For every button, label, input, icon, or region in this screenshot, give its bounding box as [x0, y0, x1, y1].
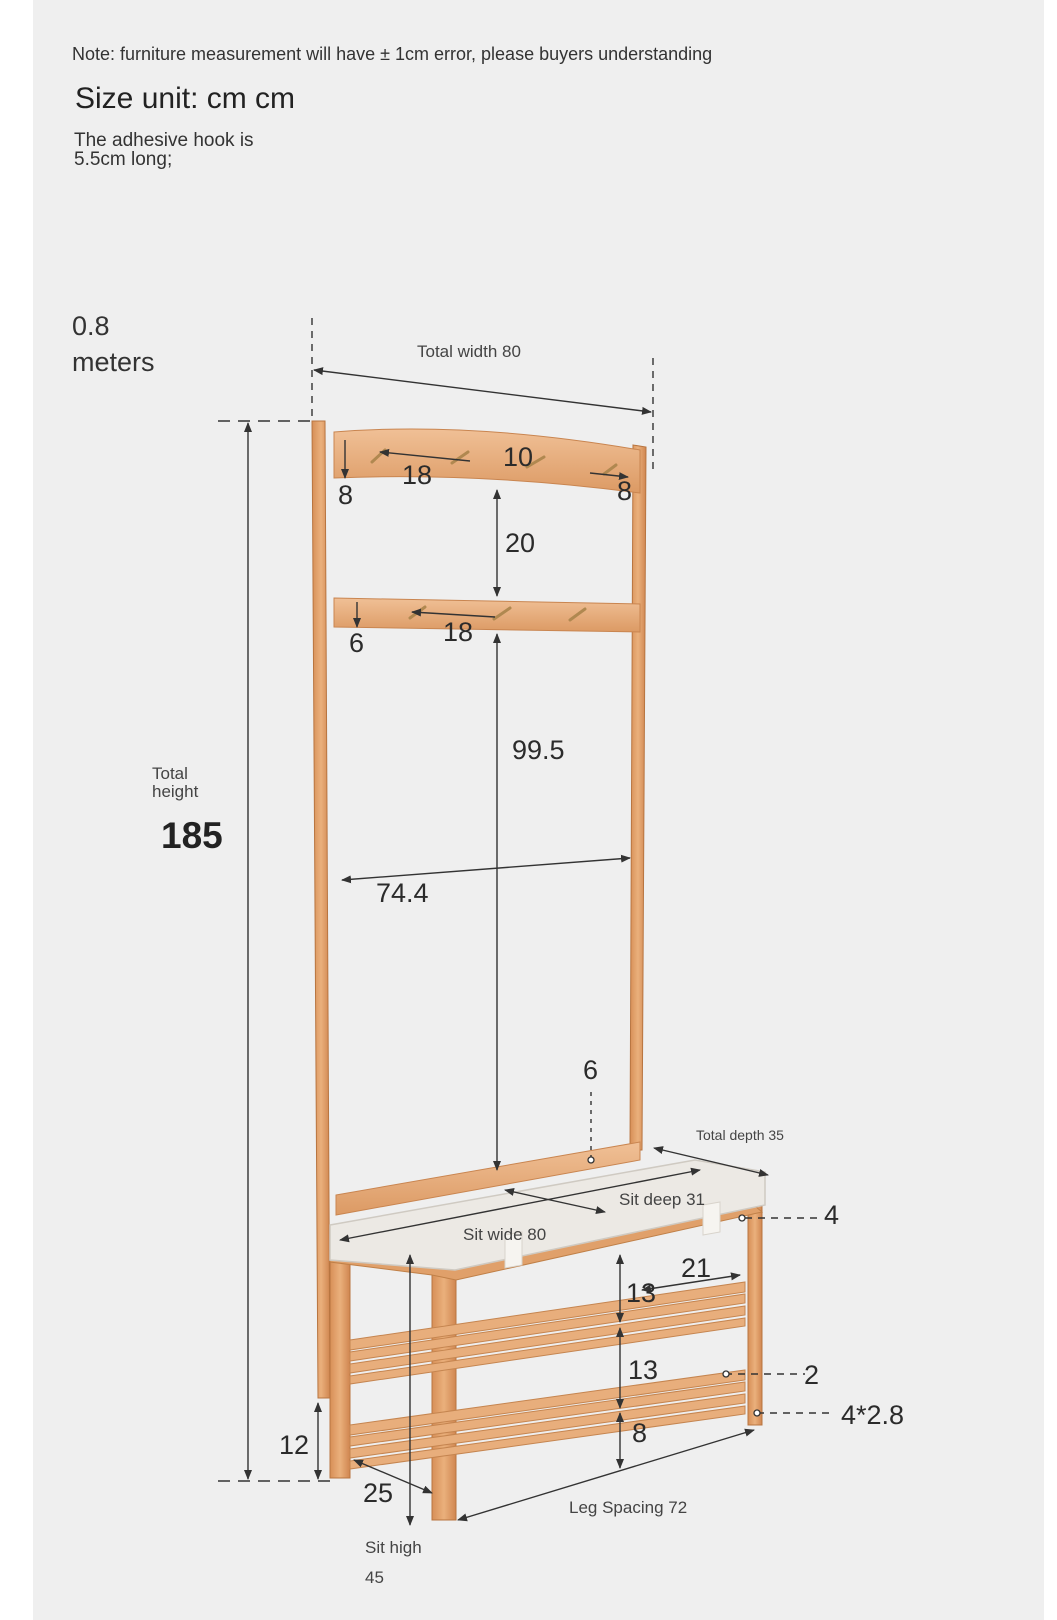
- hook-note-line2: 5.5cm long;: [74, 149, 173, 170]
- total-height-label-line1: Total: [152, 764, 188, 783]
- front-left-leg: [329, 1244, 351, 1479]
- seat-thickness-label: 4: [824, 1200, 840, 1230]
- front-right-leg: [431, 1269, 457, 1521]
- total-width-label: Total width 80: [417, 342, 521, 361]
- edge-right-top-label: 8: [617, 476, 633, 506]
- frame-height-label: 99.5: [512, 735, 565, 765]
- hook-gap-mid-label: 18: [443, 617, 474, 647]
- total-depth-label: Total depth 35: [696, 1127, 784, 1143]
- total-height-label: Total height: [152, 765, 198, 801]
- bottom-gap-label: 8: [632, 1418, 648, 1448]
- hook-spacing-top-label: 10: [503, 442, 534, 472]
- upper-shelf: [349, 1281, 746, 1385]
- left-post: [311, 420, 331, 1399]
- model-width-value: 0.8: [72, 311, 110, 341]
- right-post: [629, 444, 647, 1151]
- side-depth-label: 25: [363, 1478, 394, 1508]
- middle-rail: [333, 597, 641, 633]
- leg-spacing-label: Leg Spacing 72: [569, 1498, 688, 1517]
- leg-size-label: 4*2.8: [841, 1400, 905, 1430]
- hook-gap-top-label: 18: [402, 460, 433, 490]
- sit-high-label-line2: 45: [365, 1568, 384, 1587]
- hook-note: The adhesive hook is 5.5cm long;: [74, 131, 254, 169]
- back-right-leg: [747, 1194, 763, 1426]
- shelf-gap-1-label: 13: [626, 1278, 657, 1308]
- model-width-unit: meters: [72, 347, 155, 377]
- total-height-value: 185: [161, 815, 223, 856]
- edge-left-mid-label: 6: [349, 628, 365, 658]
- model-width: 0.8 meters: [72, 308, 155, 380]
- rail-gap-label: 20: [505, 528, 536, 558]
- measurement-note: Note: furniture measurement will have ± …: [72, 44, 713, 64]
- sit-wide-label: Sit wide 80: [463, 1225, 547, 1244]
- slat-label: 2: [804, 1360, 820, 1390]
- lower-shelf: [349, 1369, 746, 1470]
- total-height-label-line2: height: [152, 782, 199, 801]
- sit-deep-label: Sit deep 31: [619, 1190, 706, 1209]
- size-unit-title: Size unit: cm cm: [75, 82, 296, 115]
- sit-high-label: Sit high 45: [365, 1533, 422, 1593]
- hook-note-line1: The adhesive hook is: [74, 130, 254, 151]
- leg-height-label: 12: [279, 1430, 310, 1460]
- back-rail-label: 6: [583, 1055, 599, 1085]
- sit-high-label-line1: Sit high: [365, 1538, 422, 1557]
- edge-left-top-label: 8: [338, 480, 354, 510]
- rack-depth-label: 21: [681, 1253, 712, 1283]
- shelf-gap-2-label: 13: [628, 1355, 659, 1385]
- cushion-strap-right: [702, 1201, 721, 1236]
- total-width-arrow: [313, 367, 652, 415]
- inner-width-label: 74.4: [376, 878, 429, 908]
- top-rail: [333, 428, 641, 494]
